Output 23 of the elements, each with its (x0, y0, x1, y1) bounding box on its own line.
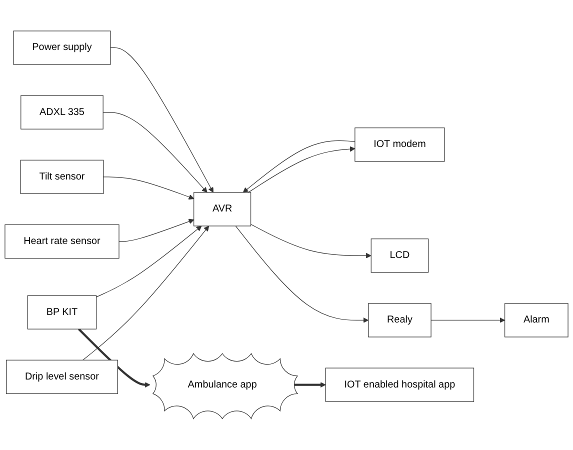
arrow (118, 218, 194, 242)
node-box: BP KIT (27, 295, 97, 330)
node-box: AVR (194, 192, 252, 226)
arrow (102, 112, 208, 193)
node-box: Alarm (504, 303, 568, 338)
node-box: Realy (368, 303, 432, 338)
node-box: ADXL 335 (20, 95, 104, 130)
arrow (250, 224, 372, 259)
node-box: LCD (370, 238, 429, 273)
arrow (103, 176, 194, 200)
node-box: IOT modem (354, 128, 445, 162)
arrow (96, 226, 202, 298)
node-box: Power supply (13, 30, 111, 65)
node-box: Drip level sensor (6, 360, 118, 394)
arrow (430, 318, 506, 324)
node-box: Heart rate sensor (4, 224, 120, 259)
node-box: IOT enabled hospital app (325, 368, 474, 402)
node-box: Tilt sensor (20, 160, 104, 194)
arrow (294, 382, 326, 388)
arrow (82, 226, 210, 361)
arrow (78, 328, 150, 388)
arrow (110, 48, 214, 193)
arrow (235, 226, 369, 324)
